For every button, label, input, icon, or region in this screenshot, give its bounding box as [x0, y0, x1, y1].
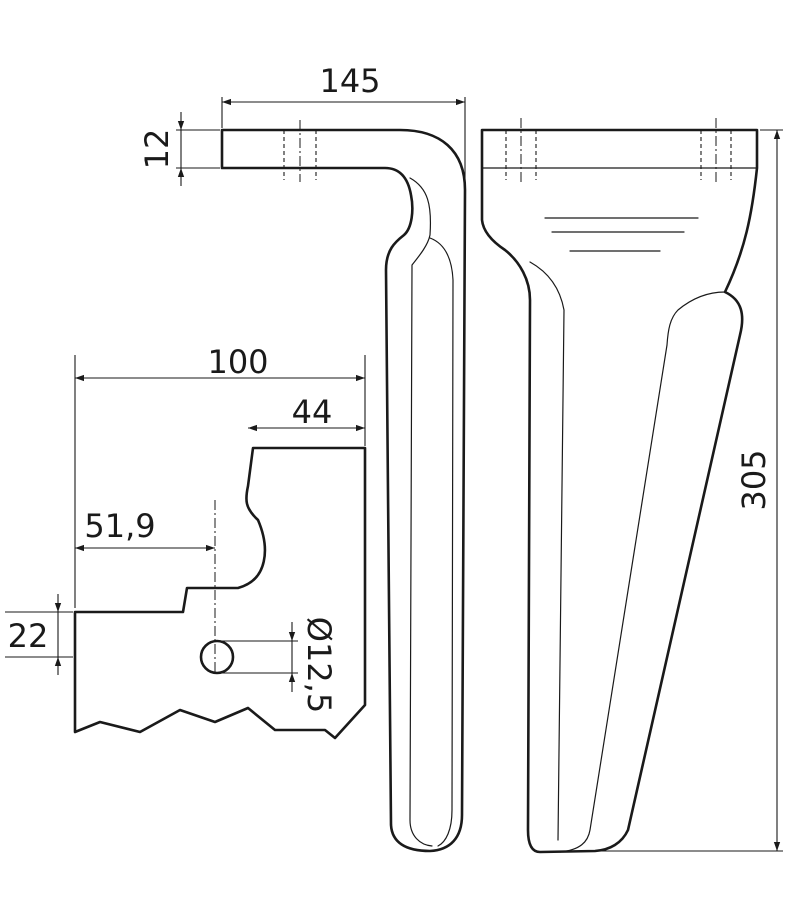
dim-hole-diameter-label: Ø12,5 — [300, 617, 338, 713]
dim-44-label: 44 — [292, 393, 333, 431]
dim-22-label: 22 — [8, 617, 49, 655]
dimension-44: 44 — [248, 393, 365, 432]
side-view-bevel-line — [429, 237, 454, 847]
front-view-cutting-edge — [559, 291, 726, 853]
dimension-305: 305 — [600, 129, 783, 852]
dim-305-label: 305 — [735, 449, 773, 510]
dim-145-label: 145 — [319, 62, 380, 100]
front-view-inner-edge — [529, 261, 565, 841]
side-view-outline — [220, 128, 467, 853]
side-view — [220, 120, 467, 853]
dimension-12: 12 — [138, 112, 220, 186]
front-view-outline — [480, 128, 759, 854]
side-view-inner-contour — [409, 177, 433, 847]
dimension-145: 145 — [221, 62, 466, 188]
dimension-hole-diameter: Ø12,5 — [217, 617, 338, 713]
dimension-100: 100 — [74, 343, 366, 608]
mounting-hole — [199, 639, 235, 675]
dim-12-label: 12 — [138, 129, 176, 170]
front-view — [480, 118, 759, 854]
dimension-51-9: 51,9 — [75, 507, 215, 552]
dimension-22: 22 — [5, 594, 73, 675]
dim-51-9-label: 51,9 — [84, 507, 155, 545]
detail-outline — [73, 446, 367, 740]
dim-100-label: 100 — [207, 343, 268, 381]
